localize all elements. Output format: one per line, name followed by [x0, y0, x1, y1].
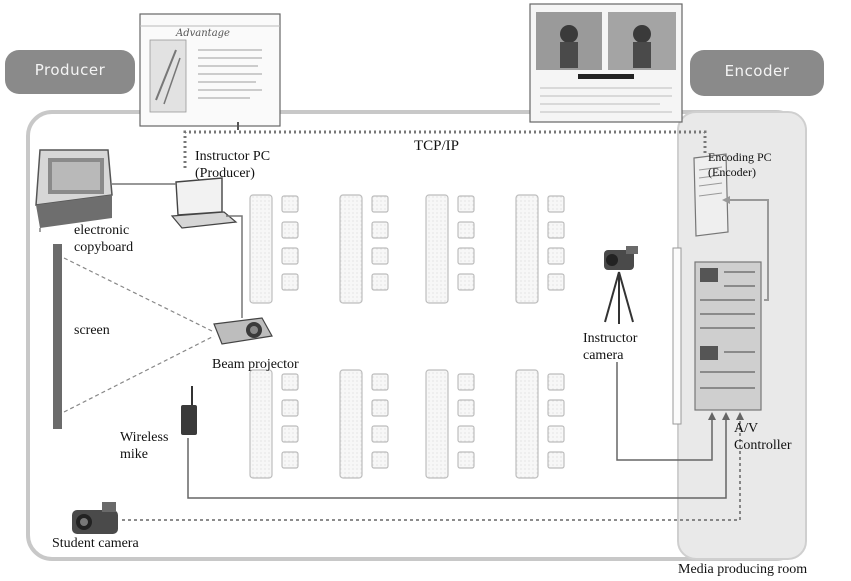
beam-projector — [214, 318, 272, 344]
screen-label: screen — [74, 322, 110, 339]
copyboard-label: electronic copyboard — [74, 222, 133, 256]
desk-layout — [250, 195, 564, 478]
instructor-pc-label: Instructor PC (Producer) — [195, 148, 270, 182]
av-controller-label: A/V Controller — [734, 420, 792, 454]
room-label: Media producing room — [678, 561, 807, 578]
instructor-pc — [172, 178, 236, 228]
encoding-pc-label: Encoding PC (Encoder) — [708, 150, 772, 180]
instructor-camera-label: Instructor camera — [583, 330, 637, 364]
network-label: TCP/IP — [414, 138, 459, 155]
wireless-mike-label: Wireless mike — [120, 429, 168, 463]
student-camera-label: Student camera — [52, 535, 139, 552]
producer-screenshot-title: Advantage — [176, 28, 230, 39]
producer-tag: Producer — [5, 61, 135, 79]
encoder-screenshot — [530, 4, 682, 122]
electronic-copyboard — [36, 150, 112, 232]
projection-screen — [53, 244, 62, 429]
encoder-tag: Encoder — [690, 62, 824, 80]
media-room-wall — [673, 248, 681, 424]
student-camera — [72, 502, 118, 534]
av-controller-rack — [695, 262, 761, 410]
instructor-camera — [604, 246, 638, 324]
projector-label: Beam projector — [212, 356, 299, 373]
wireless-mike — [181, 386, 197, 435]
pc-projector-cable — [226, 216, 242, 318]
